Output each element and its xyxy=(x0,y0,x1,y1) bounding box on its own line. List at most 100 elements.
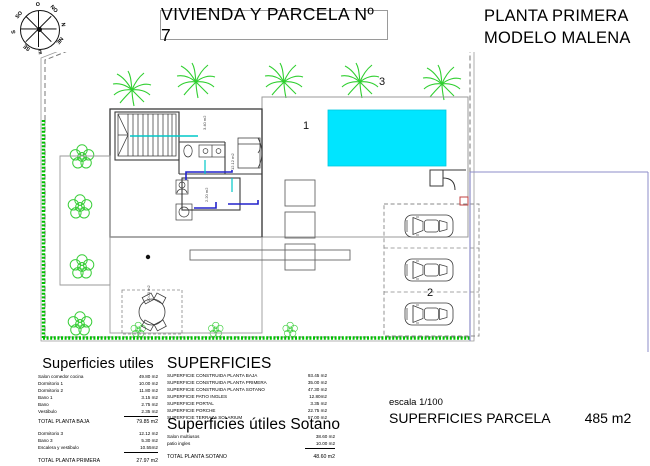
parcel-boundary xyxy=(44,52,471,338)
parcela-summary: SUPERFICIES PARCELA 485 m2 xyxy=(389,410,631,426)
row-label: Bano xyxy=(38,401,49,407)
plan-callout-1: 1 xyxy=(303,120,310,132)
superficies-utiles-heading: Superficies utiles xyxy=(42,356,154,372)
table-row-total: TOTAL PLANTA SOTANO 48.60 m2 xyxy=(167,453,335,462)
staircase xyxy=(117,113,177,157)
row-label: SUPERFICIE TERRAZA SOLARIUM xyxy=(167,414,243,420)
car-icon xyxy=(404,214,454,238)
row-value: 48.60 m2 xyxy=(313,454,335,461)
superficies-sotano-table: Superficies útiles Sotano Salon multiuso… xyxy=(167,416,340,462)
garden-palms xyxy=(112,62,462,107)
floor-plan-drawing: 3.40 m2 2.20 m2 12.12 m2 10.00 m2 xyxy=(0,52,650,352)
superficies-heading: SUPERFICIES xyxy=(167,355,272,372)
row-label: TOTAL PLANTA BAJA xyxy=(38,419,90,425)
row-label: Bano 3 xyxy=(38,437,53,443)
table-row: Salon multiusos 38.60 m2 xyxy=(167,434,335,441)
table-rule xyxy=(305,448,335,450)
bedroom-furniture xyxy=(237,137,263,169)
table-rule xyxy=(124,416,158,418)
entry-gate xyxy=(429,169,469,206)
scale-label: escala 1/100 xyxy=(389,397,443,408)
row-label: TOTAL PLANTA SOTANO xyxy=(167,454,227,461)
row-value: 93.45 m2 xyxy=(307,373,327,378)
row-value: 5.30 m2 xyxy=(141,437,158,443)
plan-callout-3: 3 xyxy=(379,76,386,88)
parcela-label: SUPERFICIES PARCELA xyxy=(389,410,551,426)
row-value: 10.55m2 xyxy=(140,444,158,450)
row-label: Salon comedor cocina xyxy=(38,374,84,379)
compass-label-s: S xyxy=(10,29,18,34)
compass-label-n: N xyxy=(59,22,66,27)
patio-furniture xyxy=(121,289,183,335)
row-label: SUPERFICIE CONSTRUIDA PLANTA PRIMERA xyxy=(167,379,267,385)
row-label: SUPERFICIE PATIO INGLES xyxy=(167,393,228,399)
svg-text:10.00 m2: 10.00 m2 xyxy=(146,285,151,302)
table-row: SUPERFICIE PATIO INGLES 12.80m2 xyxy=(167,394,327,401)
row-value: 2.35 m2 xyxy=(141,408,158,414)
bathroom-fixtures xyxy=(175,144,226,221)
table-row-total: TOTAL PLANTA BAJA 79.85 m2 xyxy=(38,418,158,427)
hedge-green xyxy=(41,120,470,340)
plan-callout-2: 2 xyxy=(427,287,434,299)
row-label: SUPERFICIE CONSTRUIDA PLANTA SOTANO xyxy=(167,386,265,392)
header-block: PLANTA PRIMERA MODELO MALENA xyxy=(484,6,646,50)
row-label: Salon multiusos xyxy=(167,434,200,439)
row-value: 11.80 m2 xyxy=(139,387,158,393)
compass-rose: O NO N NE E SE S SO xyxy=(8,2,70,58)
plan-dimension-texts: 3.40 m2 2.20 m2 12.12 m2 10.00 m2 xyxy=(146,115,235,302)
row-value: 35.00 m2 xyxy=(307,379,327,385)
interior-walls xyxy=(114,109,263,237)
row-value: 12.12 m2 xyxy=(138,430,158,436)
parking-bays xyxy=(384,247,479,293)
car-icon xyxy=(404,302,454,326)
plan-title-box: VIVIENDA Y PARCELA Nº 7 xyxy=(160,4,388,45)
svg-text:2.20 m2: 2.20 m2 xyxy=(204,187,209,202)
table-row: patio ingles 10.00 m2 xyxy=(167,441,335,448)
row-value: 79.85 m2 xyxy=(136,419,158,425)
terrace-bar xyxy=(189,249,351,261)
row-value: 38.60 m2 xyxy=(315,434,335,439)
row-value: 10.00 m2 xyxy=(138,380,158,386)
row-label: Escalera y vestibulo xyxy=(38,444,79,450)
table-row: SUPERFICIE CONSTRUIDA PLANTA PRIMERA 35.0… xyxy=(167,380,327,387)
row-label: Dormitorio 1 xyxy=(38,380,64,386)
page-title: VIVIENDA Y PARCELA Nº 7 xyxy=(161,4,375,45)
row-value: 12.80m2 xyxy=(309,393,327,399)
parcel-boundary-outer xyxy=(40,52,475,342)
row-value: 3.35 m2 xyxy=(310,400,327,406)
superficies-utiles-table: Superficies utiles Salon comedor cocina 4… xyxy=(38,356,158,466)
header-line-planta: PLANTA PRIMERA xyxy=(484,7,629,25)
plan-point-marker xyxy=(145,254,151,260)
parcela-value: 485 m2 xyxy=(584,410,632,426)
row-label: Dormitorio 2 xyxy=(38,387,64,393)
row-value: 49.80 m2 xyxy=(138,374,158,379)
parking-zone xyxy=(383,203,480,337)
header-line-modelo: MODELO MALENA xyxy=(484,28,631,47)
svg-text:3.40 m2: 3.40 m2 xyxy=(202,115,207,130)
row-value: 22.75 m2 xyxy=(307,407,327,413)
svg-text:12.12 m2: 12.12 m2 xyxy=(230,153,235,170)
row-value: 2.75 m2 xyxy=(141,401,158,407)
row-label: patio ingles xyxy=(167,440,191,446)
row-label: SUPERFICIE PORTAL xyxy=(167,400,214,406)
car-icon xyxy=(404,258,454,282)
compass-ring xyxy=(20,10,60,50)
garden-shrubs xyxy=(67,144,95,336)
lower-terrace-outline xyxy=(109,236,263,334)
plumbing-lines xyxy=(185,160,259,209)
table-row: Escalera y vestibulo 10.55m2 xyxy=(38,445,158,452)
row-value: 10.00 m2 xyxy=(315,440,335,446)
row-label: Dormitorio 3 xyxy=(38,430,64,436)
table-row: Dormitorio 1 10.00 m2 xyxy=(38,381,158,388)
table-row: Bano 3 5.30 m2 xyxy=(38,438,158,445)
row-label: Vestibulo xyxy=(38,408,57,414)
superficies-table: SUPERFICIES SUPERFICIE CONSTRUIDA PLANTA… xyxy=(167,355,327,422)
row-value: 27.97 m2 xyxy=(136,458,158,464)
compass-label-o: O xyxy=(35,1,41,9)
swimming-pool xyxy=(327,109,447,167)
table-row: Bano 2.75 m2 xyxy=(38,402,158,409)
